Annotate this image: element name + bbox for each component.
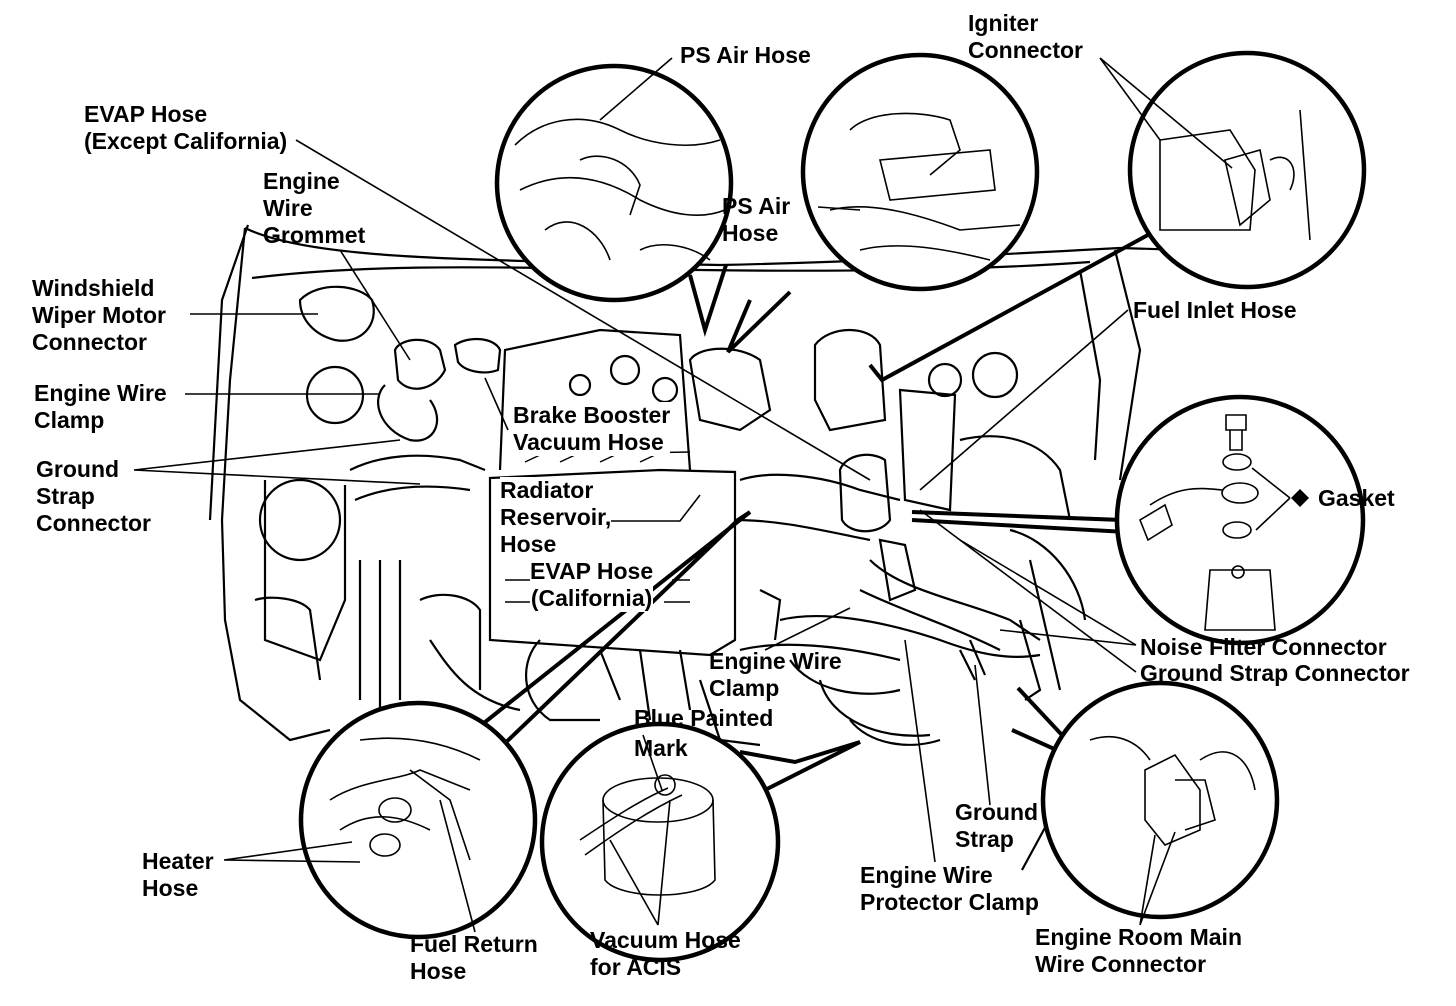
label-line: Engine Wire [709, 648, 842, 674]
label-line: Clamp [709, 675, 780, 701]
label-heater-hose: Heater Hose [142, 848, 214, 902]
label-line: Connector [36, 510, 151, 536]
label-ps-air-hose-top: PS Air Hose [680, 42, 811, 68]
label-line: Wire Connector [1035, 951, 1207, 977]
label-line: Ground [955, 799, 1039, 825]
label-line: (Except California) [84, 128, 288, 154]
label-line: Hose [142, 875, 199, 901]
label-ps-air-hose-mid: PS Air Hose [722, 193, 790, 247]
label-igniter-connector: Igniter Connector [968, 10, 1083, 64]
label-line: Vacuum Hose [590, 927, 741, 953]
label-line: Brake Booster [513, 402, 671, 428]
label-line: Engine Wire [860, 862, 993, 888]
leader-lines [133, 57, 1291, 933]
label-line: Heater [142, 848, 214, 874]
label-line: Mark [634, 735, 688, 761]
label-evap-hose-except-california: EVAP Hose (Except California) [84, 101, 287, 155]
label-line: Wiper Motor [32, 302, 166, 328]
detail-circle-ps-air-hose-mid [726, 52, 1040, 354]
label-engine-wire-clamp-center: Engine Wire Clamp [709, 648, 842, 702]
label-evap-hose-california: EVAP Hose (California) [530, 558, 654, 612]
label-line: EVAP Hose [84, 101, 208, 127]
label-line: Engine [263, 168, 340, 194]
label-line: Hose [500, 531, 557, 557]
label-engine-wire-grommet: Engine Wire Grommet [263, 168, 365, 249]
label-line: Fuel Return [410, 931, 538, 957]
label-engine-wire-clamp-left: Engine Wire Clamp [34, 380, 167, 434]
label-line: Engine Wire [34, 380, 167, 406]
detail-circle-vacuum-acis [539, 721, 861, 963]
label-line: Wire [263, 195, 313, 221]
label-line: Strap [36, 483, 95, 509]
label-line: Connector [32, 329, 147, 355]
label-windshield-wiper-motor-connector: Windshield Wiper Motor Connector [32, 275, 166, 356]
label-line: EVAP Hose [530, 558, 654, 584]
label-noise-filter-connector: Noise Filter Connector [1140, 634, 1387, 660]
label-line: Blue Painted [634, 705, 774, 731]
label-vacuum-hose-for-acis: Vacuum Hose for ACIS [590, 927, 741, 981]
label-line: Igniter [968, 10, 1039, 36]
gasket-diamond-marker [1291, 489, 1309, 507]
detail-circle-gasket [911, 394, 1366, 646]
label-ground-strap-connector-right: Ground Strap Connector [1140, 660, 1410, 686]
label-line: Windshield [32, 275, 155, 301]
label-line: for ACIS [590, 954, 682, 980]
label-line: Grommet [263, 222, 366, 248]
label-line: Hose [722, 220, 779, 246]
label-line: Hose [410, 958, 467, 984]
detail-circle-main-wire-connector [1011, 680, 1280, 920]
label-line: Ground [36, 456, 120, 482]
label-line: Connector [968, 37, 1083, 63]
label-line: PS Air [722, 193, 791, 219]
label-engine-wire-protector-clamp: Engine Wire Protector Clamp [860, 862, 1039, 916]
label-brake-booster-vacuum-hose: Brake Booster Vacuum Hose [513, 402, 671, 456]
label-text: Reservoir [500, 504, 605, 530]
label-radiator-reservoir-hose: Radiator Reservoir, Hose [500, 477, 612, 558]
label-line: (California) [530, 585, 653, 611]
label-line: Reservoir, [500, 504, 612, 530]
label-line: Clamp [34, 407, 105, 433]
engine-body [208, 224, 1186, 871]
label-fuel-inlet-hose: Fuel Inlet Hose [1133, 297, 1297, 323]
label-line: Radiator [500, 477, 594, 503]
label-line: Strap [955, 826, 1014, 852]
label-ground-strap: Ground Strap [955, 799, 1038, 853]
label-line: Vacuum Hose [513, 429, 664, 455]
label-fuel-return-hose: Fuel Return Hose [410, 931, 538, 985]
label-ground-strap-connector-left: Ground Strap Connector [36, 456, 151, 537]
label-line: Engine Room Main [1035, 924, 1242, 950]
label-engine-room-main-wire-connector: Engine Room Main Wire Connector [1035, 924, 1242, 978]
label-gasket: Gasket [1318, 485, 1395, 511]
detail-circle-ps-air-hose-top [494, 63, 734, 338]
detail-circle-igniter [868, 50, 1367, 383]
label-line: Protector Clamp [860, 889, 1039, 915]
detail-circle-heater-hose [298, 510, 752, 940]
label-blue-painted-mark: Blue Painted Mark [634, 705, 773, 762]
